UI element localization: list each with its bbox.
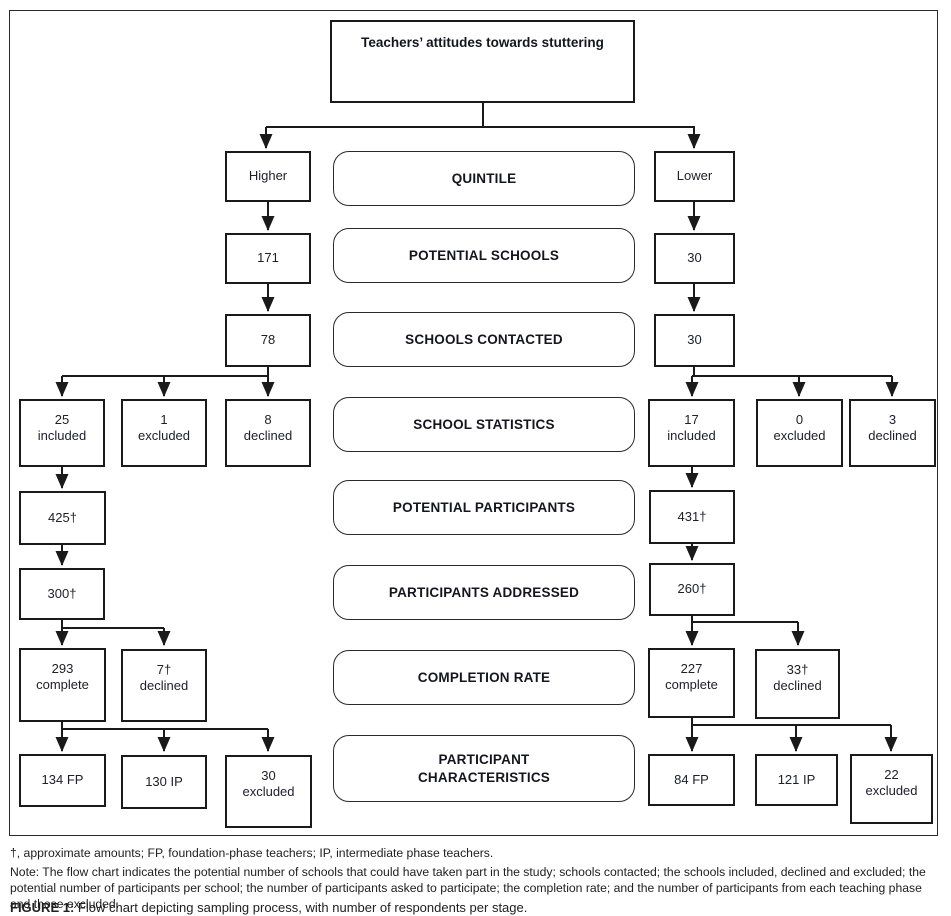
flow-node-lower-potential-schools: 30 xyxy=(654,233,735,284)
abbreviation-note: †, approximate amounts; FP, foundation-p… xyxy=(10,846,494,860)
flow-node-title: Teachers’ attitudes towards stuttering xyxy=(330,20,635,103)
flow-node-lower-fp: 84 FP xyxy=(648,754,735,806)
stage-label-participants-addressed: PARTICIPANTS ADDRESSED xyxy=(333,565,635,620)
flow-node-higher: Higher xyxy=(225,151,311,202)
flow-node-lower-schools-contacted: 30 xyxy=(654,314,735,367)
flow-node-higher-complete: 293 complete xyxy=(19,648,106,722)
stage-label-potential-participants: POTENTIAL PARTICIPANTS xyxy=(333,480,635,535)
flow-node-lower-declined: 3 declined xyxy=(849,399,936,467)
flow-node-lower: Lower xyxy=(654,151,735,202)
figure-border xyxy=(9,10,938,836)
flow-node-lower-excluded: 0 excluded xyxy=(756,399,843,467)
figure-caption: FIGURE 1: Flow chart depicting sampling … xyxy=(10,899,945,916)
figure-caption-label: FIGURE 1: xyxy=(10,900,75,915)
stage-label-school-statistics: SCHOOL STATISTICS xyxy=(333,397,635,452)
stage-label-participant-characteristics: PARTICIPANT CHARACTERISTICS xyxy=(333,735,635,802)
flow-node-lower-char-excluded: 22 excluded xyxy=(850,754,933,824)
flow-node-higher-ip: 130 IP xyxy=(121,755,207,809)
flow-node-higher-schools-contacted: 78 xyxy=(225,314,311,367)
flow-node-lower-potential-participants: 431† xyxy=(649,490,735,544)
flow-node-higher-rate-declined: 7† declined xyxy=(121,649,207,722)
flow-node-lower-included: 17 included xyxy=(648,399,735,467)
flow-node-higher-declined: 8 declined xyxy=(225,399,311,467)
flow-node-lower-rate-declined: 33† declined xyxy=(755,649,840,719)
stage-label-schools-contacted: SCHOOLS CONTACTED xyxy=(333,312,635,367)
flow-node-higher-potential-participants: 425† xyxy=(19,491,106,545)
flow-node-higher-potential-schools: 171 xyxy=(225,233,311,284)
flow-node-lower-ip: 121 IP xyxy=(755,754,838,806)
flow-node-higher-fp: 134 FP xyxy=(19,754,106,807)
figure-note: Note: The flow chart indicates the poten… xyxy=(10,865,926,912)
figure-caption-text: Flow chart depicting sampling process, w… xyxy=(74,900,528,915)
flow-node-lower-complete: 227 complete xyxy=(648,648,735,718)
flow-node-lower-participants-addressed: 260† xyxy=(649,563,735,616)
flow-node-higher-included: 25 included xyxy=(19,399,105,467)
flow-node-higher-char-excluded: 30 excluded xyxy=(225,755,312,828)
flow-node-higher-participants-addressed: 300† xyxy=(19,568,105,620)
stage-label-completion-rate: COMPLETION RATE xyxy=(333,650,635,705)
flow-node-higher-excluded: 1 excluded xyxy=(121,399,207,467)
stage-label-quintile: QUINTILE xyxy=(333,151,635,206)
stage-label-potential-schools: POTENTIAL SCHOOLS xyxy=(333,228,635,283)
